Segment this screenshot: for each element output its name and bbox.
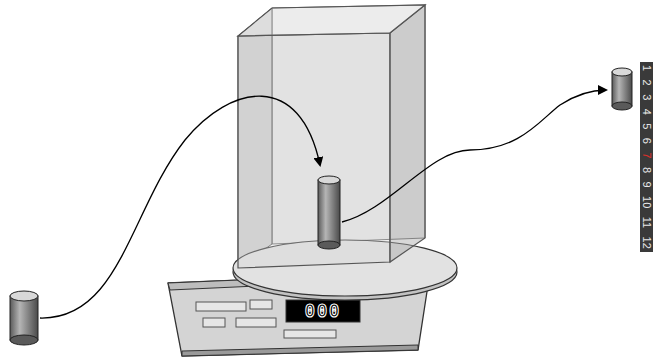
sample-cylinder [10,291,38,345]
transfer-arrow [342,90,606,222]
measuring-scale: 123456789101112 [640,62,653,252]
scale-number: 11 [640,217,653,228]
scale-number: 9 [640,182,653,188]
sample-cylinder [318,176,340,249]
draft-shield [238,5,425,268]
scale-number: 5 [640,123,653,129]
scale-number: 8 [640,167,653,173]
sample-cylinder [612,68,632,110]
scale-number: 3 [640,94,653,100]
scale-numbers: 123456789101112 [640,62,653,252]
scale-number: 4 [640,109,653,115]
scale-number: 12 [640,237,653,249]
scale-number: 6 [640,138,653,144]
draft-shield-front [238,5,425,268]
scale-number: 7 [640,152,653,158]
display-reading: 000 [286,300,360,322]
display-panel [286,300,360,322]
scale-number: 1 [640,65,653,71]
transfer-arrow [40,96,320,318]
scale-number: 10 [640,196,653,208]
scale-number: 2 [640,80,653,86]
